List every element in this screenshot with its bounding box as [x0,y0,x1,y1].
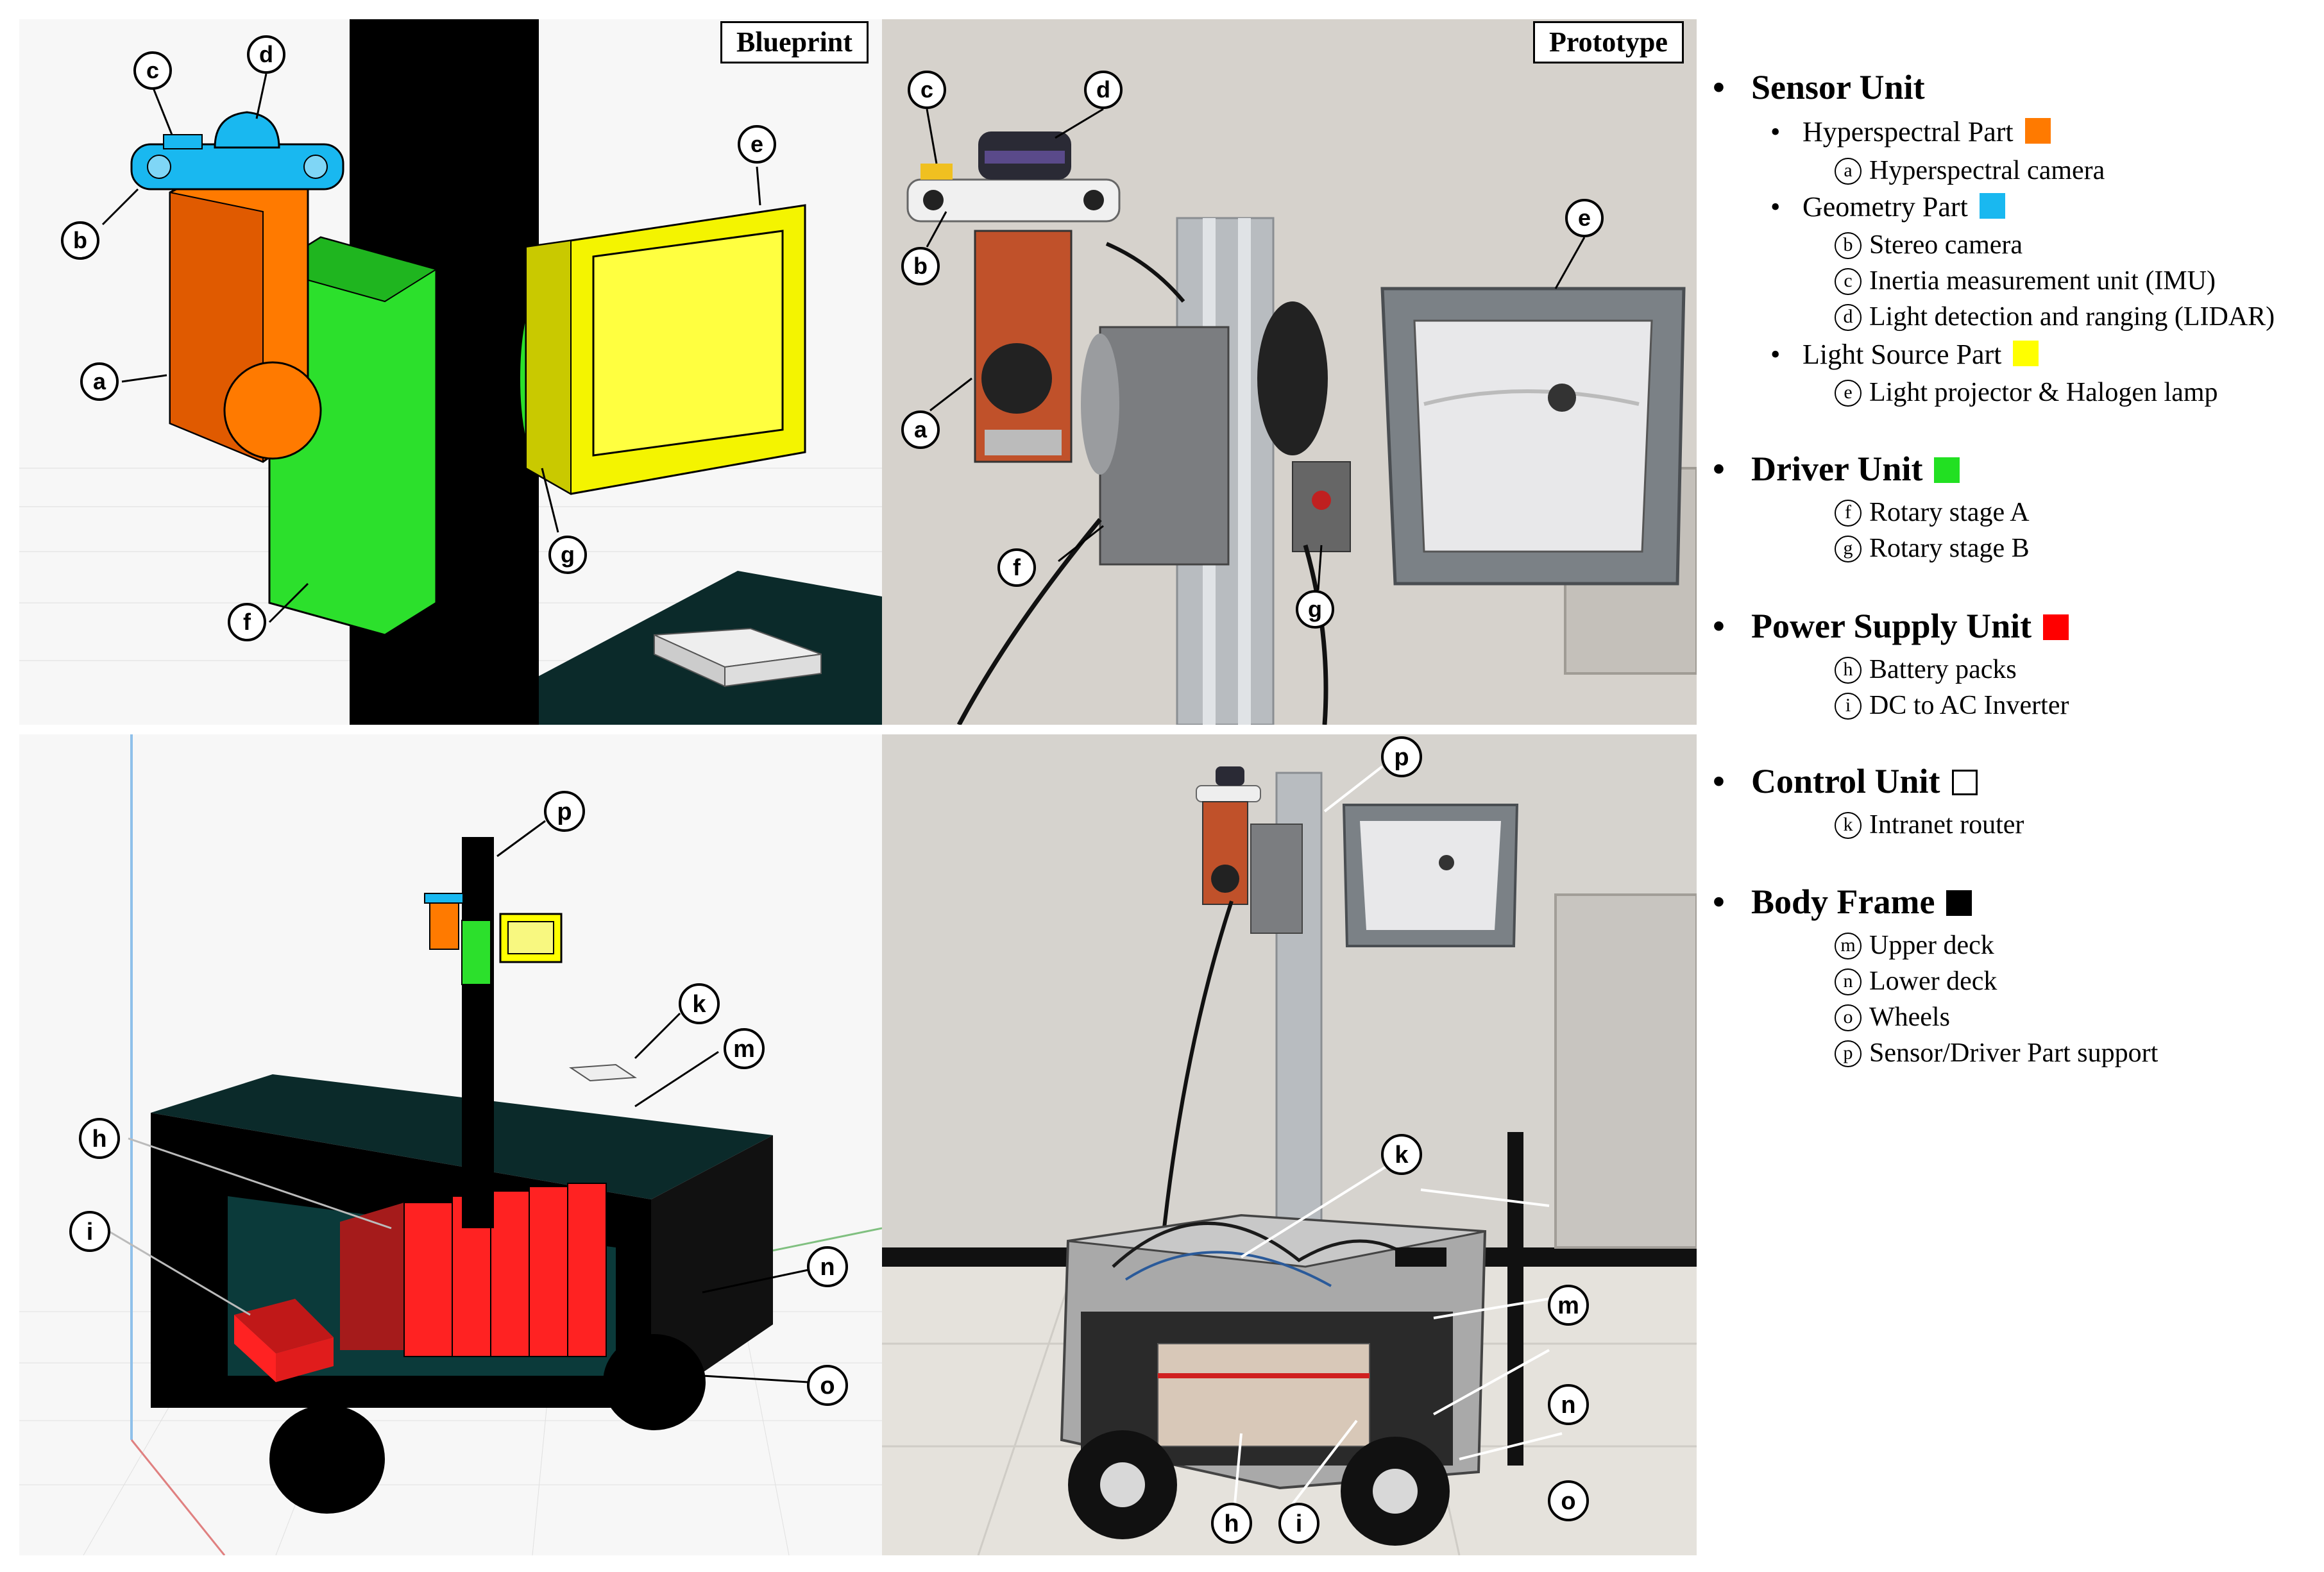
callout-g: g [561,541,575,568]
prototype-vehicle-panel: p k m n o h i [882,734,1697,1555]
photo-callout-f: f [1013,554,1021,580]
wheel-front [269,1405,385,1514]
lidar-shape [214,111,280,149]
callout-p: p [557,799,572,825]
sensor-unit-title: Sensor Unit [1751,68,1925,106]
legend-hyperspectral-part: •Hyperspectral Part [1770,115,2051,148]
body-frame-title: Body Frame [1751,883,1935,921]
callout-e: e [751,131,763,157]
light-source-part-title: Light Source Part [1802,339,2002,370]
photo-callout-o: o [1561,1488,1575,1515]
legend-body-frame: •Body Frame [1713,882,1972,922]
callout-h: h [92,1126,106,1153]
callout-n: n [820,1254,835,1281]
photo-battery-packs [1157,1343,1370,1447]
rotary-stage-a [1099,326,1230,566]
callout-b: b [73,227,87,253]
rotary-stage-b [1257,301,1328,455]
geometry-swatch [1979,193,2005,219]
legend-light-source-part: •Light Source Part [1770,338,2039,371]
power-supply-unit-title: Power Supply Unit [1751,607,2032,645]
photo-callout-h: h [1224,1510,1239,1537]
prototype-sensor-panel: c d b e a f g Prototype [882,19,1697,725]
wheel-rear [603,1334,706,1430]
blueprint-sensor-panel: c d b e a g f Blueprint [19,19,882,725]
legend-driver-unit: •Driver Unit [1713,449,1960,489]
callout-d: d [259,41,273,67]
photo-callout-g: g [1308,596,1322,622]
prototype-vehicle-photo: p k m n o h i [882,734,1697,1555]
legend-sensor-unit: •Sensor Unit [1713,68,1925,106]
callout-a: a [93,368,106,394]
callout-i: i [87,1219,94,1246]
power-swatch [2043,614,2069,640]
light-source-swatch [2013,341,2039,366]
inverter-shape [234,1299,334,1353]
callout-f: f [243,609,251,635]
blueprint-vehicle-drawing: p k m h i n o [19,734,882,1555]
photo-callout-c: c [920,76,933,103]
hyperspectral-swatch [2024,118,2051,144]
photo-callout-b: b [913,253,928,279]
control-unit-title: Control Unit [1751,762,1940,800]
intranet-router-shape [569,1063,637,1082]
photo-callout-p: p [1394,744,1409,771]
blueprint-sensor-drawing: c d b e a g f [19,19,882,725]
prototype-sensor-photo: c d b e a f g [882,19,1697,725]
imu [920,164,953,180]
photo-callout-i: i [1296,1510,1303,1537]
legend-control-unit: •Control Unit [1713,761,1978,801]
photo-callout-k: k [1395,1142,1409,1169]
callout-c: c [146,57,159,83]
blueprint-label: Blueprint [720,21,869,64]
driver-swatch [1934,457,1960,483]
driver-unit-title: Driver Unit [1751,450,1923,488]
legend-geometry-part: •Geometry Part [1770,190,2005,223]
sensor-driver-support-shape [462,837,494,1228]
frame-swatch [1946,890,1972,916]
control-swatch [1951,770,1978,795]
callout-o: o [820,1373,835,1399]
photo-callout-n: n [1561,1392,1575,1419]
legend-power-supply-unit: •Power Supply Unit [1713,606,2069,646]
photo-callout-m: m [1557,1292,1579,1319]
photo-callout-e: e [1578,205,1591,231]
photo-callout-d: d [1096,76,1110,103]
battery-packs-shape [340,1203,404,1350]
photo-callout-a: a [914,416,928,443]
callout-k: k [692,991,706,1018]
callout-m: m [733,1036,755,1063]
hyperspectral-part-title: Hyperspectral Part [1802,116,2014,148]
blueprint-vehicle-panel: p k m h i n o [19,734,882,1555]
geometry-part-title: Geometry Part [1802,191,1968,223]
imu-shape [163,134,203,149]
prototype-label: Prototype [1533,21,1684,64]
halogen-lamp [1548,384,1576,412]
